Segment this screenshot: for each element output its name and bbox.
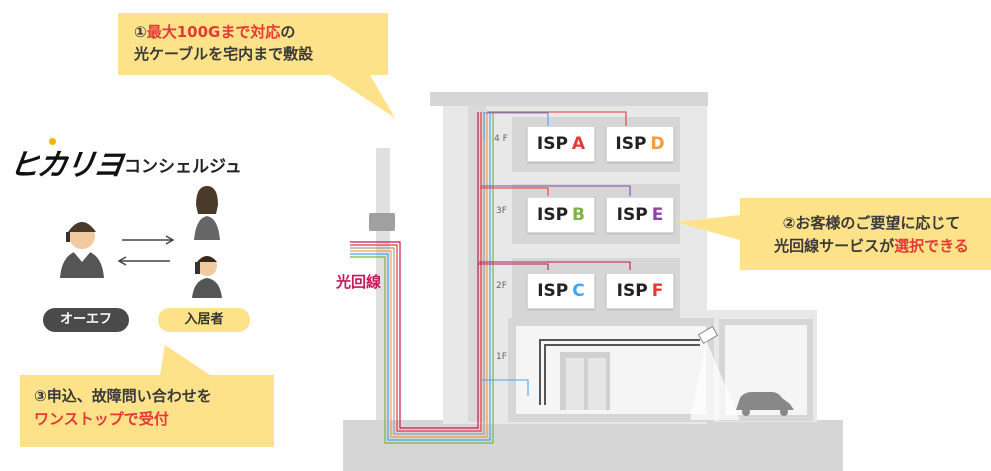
floor-label-3f: 3F [496, 206, 507, 216]
floor-1-panel [508, 318, 714, 422]
isp-letter: D [650, 134, 665, 154]
building-roof [430, 92, 708, 106]
callout1-highlight: 最大100Gまで対応 [146, 23, 281, 41]
role-operator-badge: オーエフ [43, 308, 129, 332]
isp-prefix: ISP [616, 205, 648, 225]
callout1-number: ① [134, 23, 147, 41]
isp-prefix: ISP [536, 134, 568, 154]
operator-headset-icon [60, 222, 104, 278]
callout-fiber-install: ①最大100Gまで対応の 光ケーブルを宅内まで敷設 [118, 13, 388, 75]
isp-prefix: ISP [537, 205, 569, 225]
callout2-tail [675, 215, 740, 240]
isp-prefix: ISP [616, 281, 648, 301]
garage-panel [719, 319, 813, 421]
role-resident-badge: 入居者 [158, 308, 250, 332]
isp-prefix: ISP [615, 134, 647, 154]
callout2-highlight: 選択できる [894, 237, 969, 255]
resident-female-icon [194, 186, 220, 240]
car-icon [736, 392, 794, 416]
light-icon [690, 325, 740, 420]
callout-one-stop: ③申込、故障問い合わせを ワンストップで受付 [20, 375, 274, 447]
isp-letter: E [651, 205, 664, 225]
isp-letter: A [571, 134, 586, 154]
logo-dot-icon [49, 138, 56, 145]
floor-label-4f: 4 F [494, 134, 508, 144]
floor-label-2f: 2F [496, 281, 507, 291]
callout3-highlight: ワンストップで受付 [34, 410, 169, 428]
isp-letter: F [651, 281, 664, 301]
isp-letter: B [572, 205, 585, 225]
callout3-line1: ③申込、故障問い合わせを [34, 387, 212, 405]
fiber-cables [350, 112, 494, 444]
fiber-line-label: 光回線 [336, 273, 382, 291]
brand-logo: ヒカリヨ [7, 148, 124, 183]
callout-choose-service: ②お客様のご要望に応じて 光回線サービスが選択できる [740, 198, 991, 270]
callout1-line2: 光ケーブルを宅内まで敷設 [134, 45, 314, 63]
isp-prefix: ISP [537, 281, 569, 301]
brand-subtitle: コンシェルジュ [124, 157, 242, 177]
isp-letter: C [572, 281, 585, 301]
callout1-tail [330, 75, 395, 118]
callout2-prefix: 光回線サービスが [774, 237, 895, 255]
arrow-left-icon [117, 256, 170, 266]
callout2-line1: ②お客様のご要望に応じて [782, 214, 961, 232]
arrow-right-icon [122, 235, 175, 245]
callout3-tail [160, 345, 210, 375]
utility-pole-icon [369, 148, 395, 420]
callout1-suffix: の [280, 23, 296, 41]
door-icon [560, 352, 610, 410]
floor-label-1f: 1F [496, 352, 507, 362]
resident-phone-icon [192, 256, 222, 298]
